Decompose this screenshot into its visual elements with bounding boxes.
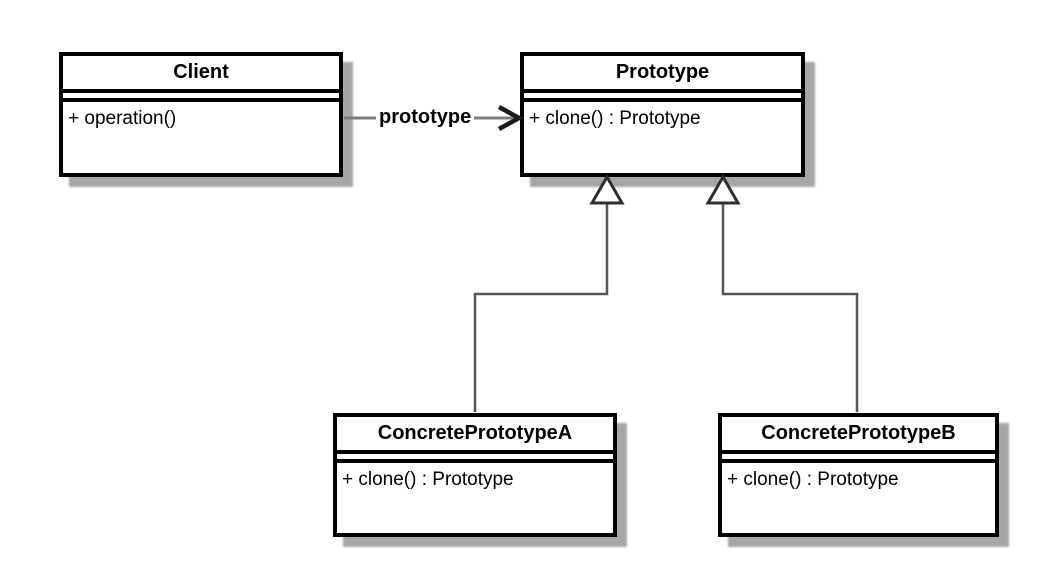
- class-name-concrete-prototype-b: ConcretePrototypeB: [722, 417, 995, 454]
- operation-prototype: + clone() : Prototype: [524, 102, 801, 130]
- generalization-triangle-icon-a: [589, 173, 625, 205]
- class-box-prototype: Prototype + clone() : Prototype: [520, 52, 805, 177]
- class-box-concrete-prototype-a: ConcretePrototypeA + clone() : Prototype: [333, 413, 617, 537]
- attributes-compartment-client: [63, 93, 339, 102]
- class-name-concrete-prototype-a: ConcretePrototypeA: [337, 417, 613, 454]
- class-box-concrete-prototype-b: ConcretePrototypeB + clone() : Prototype: [718, 413, 999, 537]
- operation-client: + operation(): [63, 102, 339, 130]
- generalization-triangle-icon-b: [705, 173, 741, 205]
- association-open-arrowhead-icon: [497, 105, 524, 131]
- operation-concrete-prototype-b: + clone() : Prototype: [722, 463, 995, 491]
- class-name-client: Client: [63, 56, 339, 93]
- class-box-client: Client + operation(): [59, 52, 343, 177]
- operation-concrete-prototype-a: + clone() : Prototype: [337, 463, 613, 491]
- class-name-prototype: Prototype: [524, 56, 801, 93]
- attributes-compartment-prototype: [524, 93, 801, 102]
- association-label: prototype: [376, 104, 475, 130]
- generalization-line-concrete-prototype-a: [473, 203, 609, 412]
- attributes-compartment-concrete-prototype-a: [337, 454, 613, 463]
- generalization-line-concrete-prototype-b: [721, 203, 859, 412]
- attributes-compartment-concrete-prototype-b: [722, 454, 995, 463]
